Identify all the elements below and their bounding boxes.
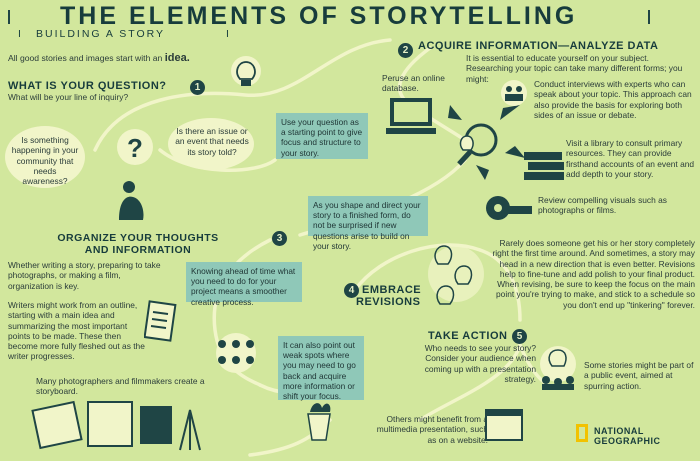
bubble-left (5, 126, 85, 188)
lightbulb-icon (231, 56, 261, 86)
magnifier-lightbulb-icon (457, 123, 498, 166)
title-bar-right (648, 10, 650, 24)
step1-subtext: What will be your line of inquiry? (8, 92, 129, 102)
visuals-text: Review compelling visuals such as photog… (538, 195, 667, 216)
focus-box: Use your question as a starting point to… (276, 113, 368, 159)
subtitle-bar-right: I (226, 28, 231, 40)
title-bar-left (8, 10, 10, 24)
revision-bulbs-icon (428, 245, 484, 305)
step4-heading-line1: EMBRACE (362, 284, 422, 296)
step3-heading-line2: AND INFORMATION (84, 244, 192, 256)
brand-line1: NATIONAL (594, 426, 644, 436)
experts-text: Conduct interviews with experts who can … (534, 79, 692, 120)
film-reel-icon (486, 196, 532, 220)
page-subtitle: BUILDING A STORY (36, 28, 166, 40)
bulbs-icon (216, 333, 256, 373)
step4-text: Rarely does someone get his or her story… (492, 238, 695, 310)
step3-text-b: Writers might work from an outline, star… (8, 300, 145, 362)
step3-text-a: Whether writing a story, preparing to ta… (8, 260, 161, 291)
intro-word: idea. (164, 52, 190, 64)
bubble-right-text: Is there an issue or an event that needs… (175, 126, 249, 157)
step4-number: 4 (344, 283, 359, 298)
step3-number: 3 (272, 231, 287, 246)
weak-box: It can also point out weak spots where y… (278, 336, 364, 401)
step5-heading: TAKE ACTION (428, 330, 508, 342)
question-person-icon: ? (117, 129, 153, 220)
bubble-right (168, 118, 254, 170)
website-text: Others might benefit from a multimedia p… (376, 414, 488, 445)
storyboard-icon (31, 400, 201, 451)
brand-line2: GEOGRAPHIC (594, 436, 661, 446)
bubble-left-text: Is something happening in your community… (11, 135, 79, 187)
page-title: THE ELEMENTS OF STORYTELLING (60, 2, 578, 30)
svg-text:?: ? (127, 133, 143, 163)
step2-number: 2 (398, 43, 413, 58)
library-text: Visit a library to consult primary resou… (566, 138, 695, 179)
intro-prefix: All good stories and images start with a… (8, 53, 163, 63)
event-text: Some stories might be part of a public e… (584, 360, 694, 391)
step4-heading-line2: REVISIONS (356, 296, 421, 308)
step3-heading-line1: ORGANIZE YOUR THOUGHTS (57, 232, 219, 244)
step5-number: 5 (512, 329, 527, 344)
step1-number: 1 (190, 80, 205, 95)
website-icon (485, 409, 523, 441)
step2-heading: ACQUIRE INFORMATION—ANALYZE DATA (418, 40, 659, 52)
step3-text-c: Many photographers and filmmakers create… (36, 376, 205, 397)
shape-box: As you shape and direct your story to a … (308, 196, 428, 251)
step1-heading: WHAT IS YOUR QUESTION? (8, 80, 167, 92)
step2-intro: It is essential to educate yourself on y… (466, 53, 683, 84)
interview-icon (501, 80, 527, 106)
ahead-box: Knowing ahead of time what you need to d… (186, 262, 302, 307)
computer-icon (386, 98, 436, 134)
cup-icon (307, 403, 331, 441)
database-text: Peruse an online database. (382, 73, 445, 94)
ng-yellow-border-icon (576, 424, 588, 442)
subtitle-bar-left: I (18, 28, 23, 40)
books-icon (524, 152, 564, 180)
intro-text: All good stories and images start with a… (8, 52, 190, 64)
step5-text: Who needs to see your story? Consider yo… (424, 343, 536, 384)
event-crowd-icon (540, 346, 576, 390)
outline-notepad-icon (144, 300, 177, 342)
